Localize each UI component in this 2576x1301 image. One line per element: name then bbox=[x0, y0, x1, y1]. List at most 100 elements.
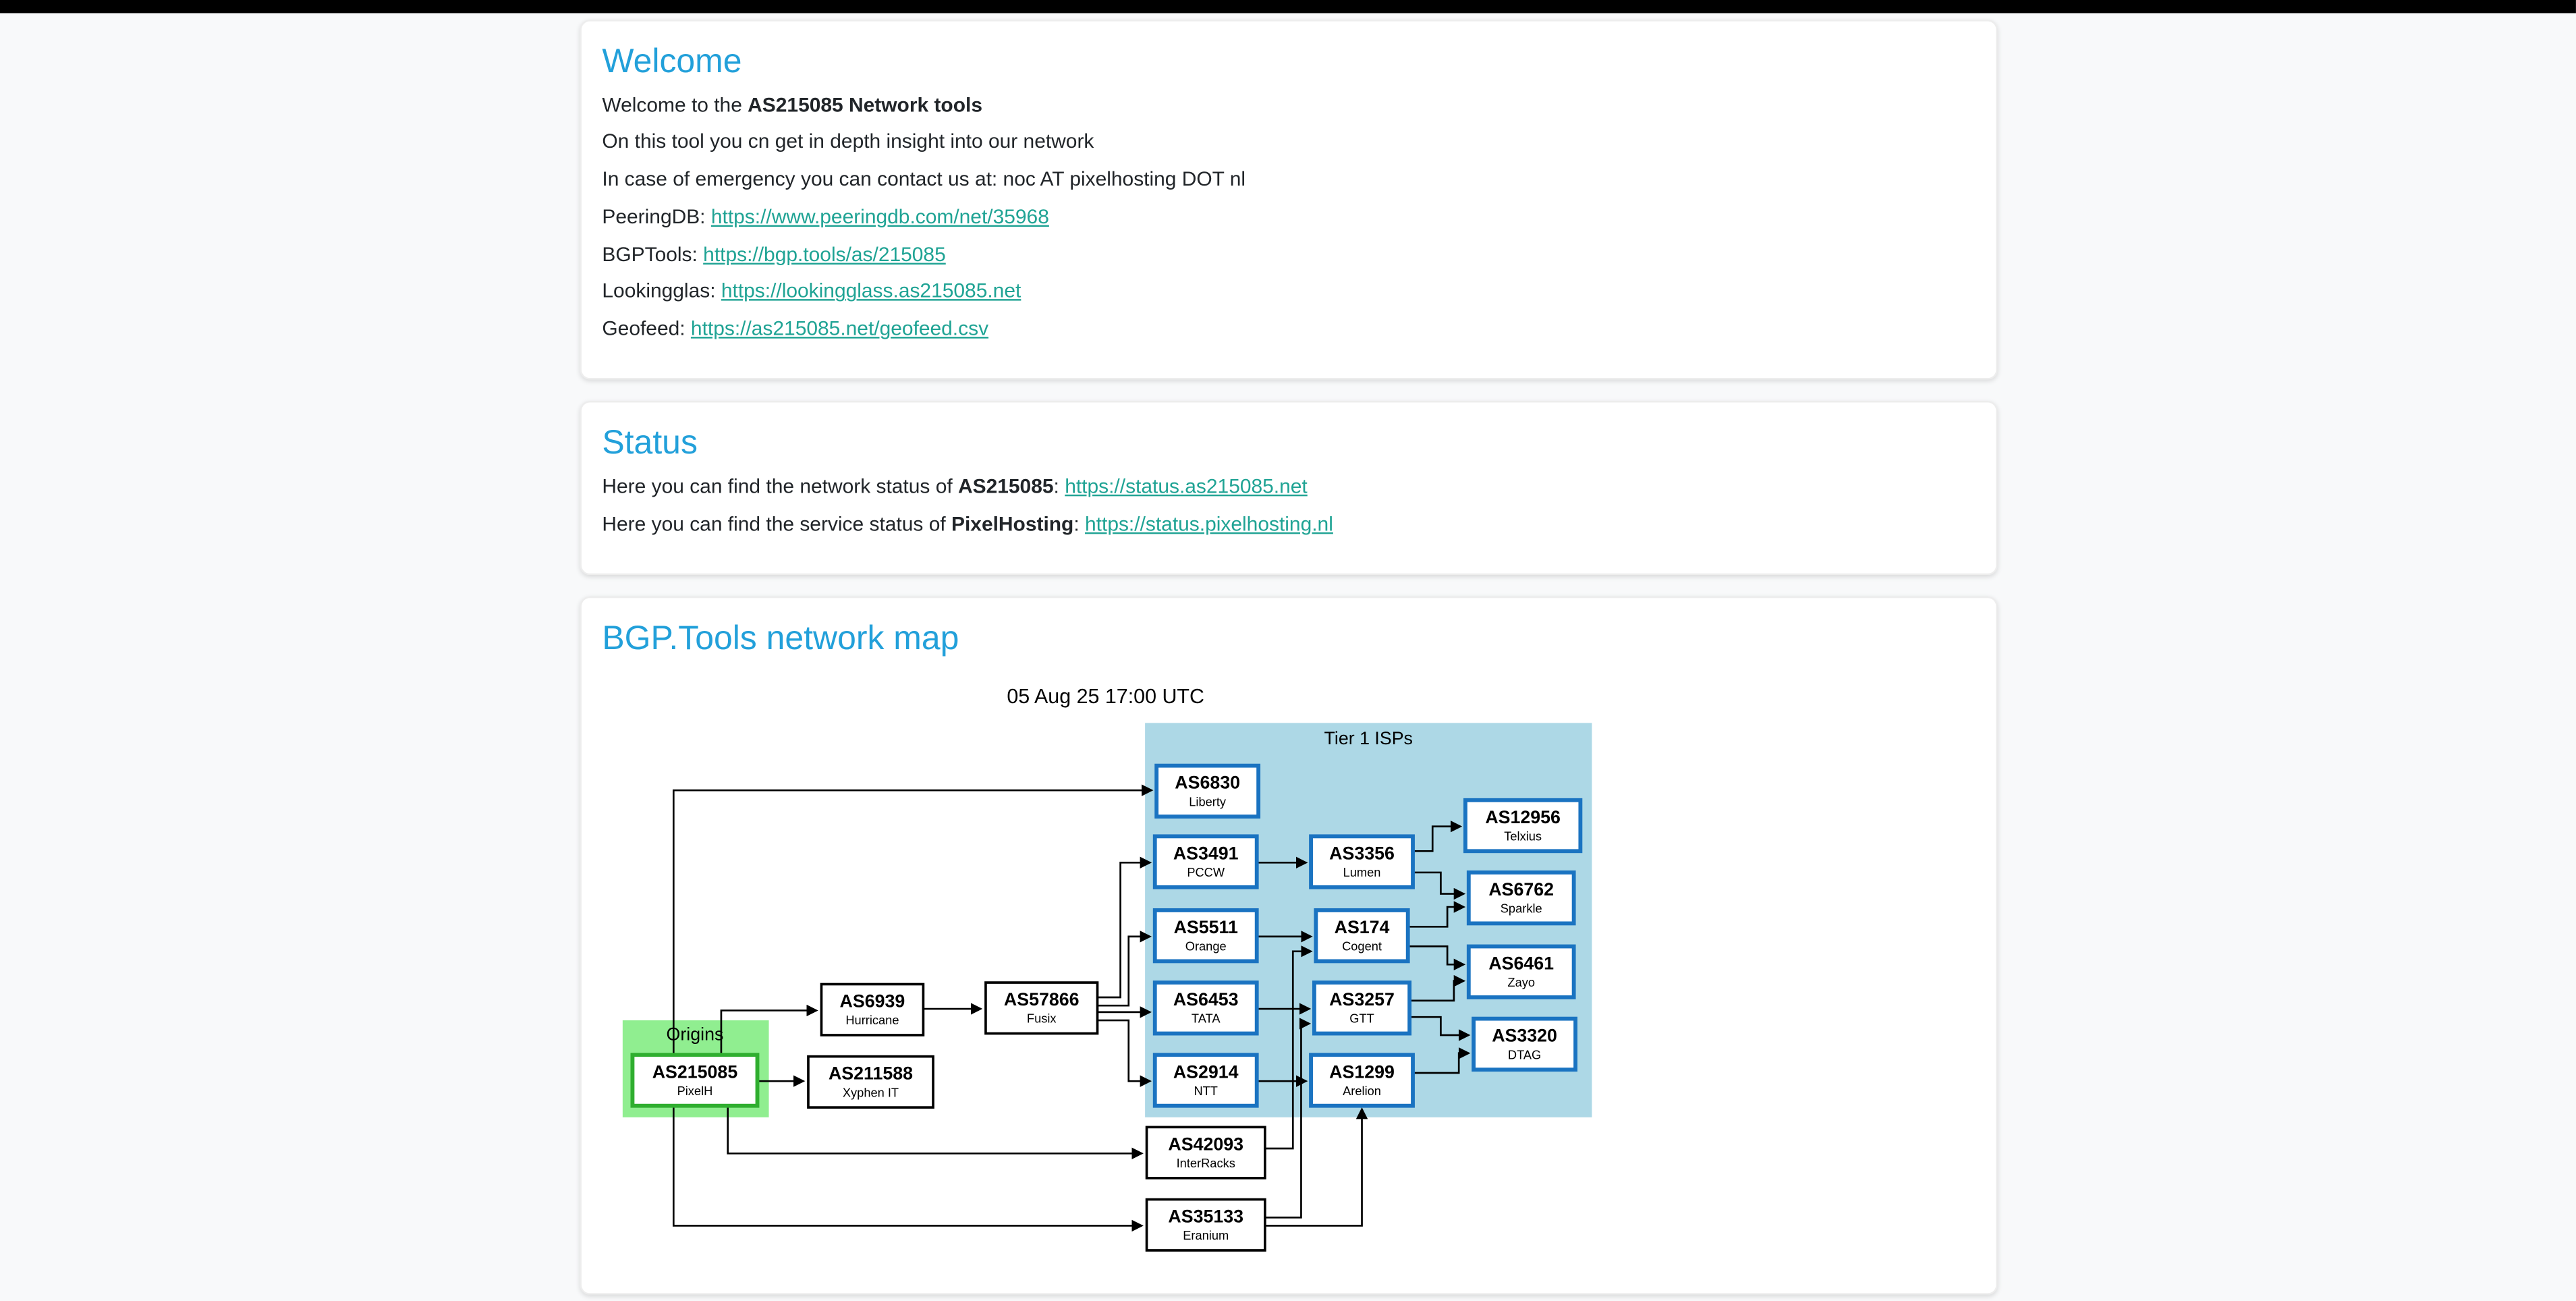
node-AS12956-name: Telxius bbox=[1503, 829, 1541, 843]
node-AS3257-box bbox=[1311, 980, 1411, 1035]
node-AS6453-name: TATA bbox=[1191, 1011, 1220, 1025]
status-rows: Here you can find the network status of … bbox=[602, 474, 1973, 537]
node-AS2914-name: NTT bbox=[1193, 1083, 1216, 1097]
top-navbar bbox=[0, 0, 2576, 13]
node-AS1299-box bbox=[1308, 1052, 1414, 1107]
node-AS6939-box bbox=[819, 982, 924, 1036]
node-AS35133-box bbox=[1144, 1197, 1266, 1251]
cluster-tier1-isps-label: Tier 1 ISPs bbox=[1323, 727, 1411, 748]
status-link[interactable]: https://status.as215085.net bbox=[1065, 474, 1308, 498]
external-link[interactable]: https://www.peeringdb.com/net/35968 bbox=[710, 205, 1049, 229]
node-AS3320-box bbox=[1470, 1016, 1577, 1072]
node-AS6762-box bbox=[1465, 870, 1575, 925]
welcome-intro-line: Welcome to the AS215085 Network tools bbox=[602, 92, 1973, 117]
link-label: Geofeed: bbox=[602, 317, 691, 341]
node-AS42093-box bbox=[1144, 1125, 1266, 1179]
node-AS3356-box bbox=[1308, 833, 1414, 889]
node-AS57866-box bbox=[983, 980, 1098, 1034]
link-label: PeeringDB: bbox=[602, 205, 711, 229]
node-AS42093-name: InterRacks bbox=[1175, 1155, 1234, 1169]
edge-AS42093-AS174 bbox=[1264, 945, 1312, 1149]
edge-AS215085-AS6830 bbox=[671, 783, 1153, 1055]
welcome-link-row: PeeringDB: https://www.peeringdb.com/net… bbox=[602, 205, 1973, 230]
status-row: Here you can find the service status of … bbox=[602, 512, 1973, 537]
node-AS215085-asn: AS215085 bbox=[651, 1061, 737, 1081]
node-AS35133-name: Eranium bbox=[1182, 1227, 1228, 1242]
status-row-separator: : bbox=[1073, 512, 1086, 536]
edge-AS3356-AS12956 bbox=[1411, 820, 1462, 852]
welcome-link-row: BGPTools: https://bgp.tools/as/215085 bbox=[602, 242, 1973, 267]
status-row: Here you can find the network status of … bbox=[602, 474, 1973, 499]
external-link[interactable]: https://lookingglass.as215085.net bbox=[721, 280, 1021, 304]
welcome-line-insight: On this tool you cn get in depth insight… bbox=[602, 130, 1094, 154]
welcome-link-row: Lookingglas: https://lookingglass.as2150… bbox=[602, 280, 1973, 305]
edge-AS3356-AS6762 bbox=[1411, 870, 1465, 899]
edge-AS57866-AS3491 bbox=[1096, 856, 1151, 998]
node-AS5511-name: Orange bbox=[1185, 939, 1226, 953]
node-AS3320-asn: AS3320 bbox=[1491, 1025, 1557, 1045]
node-AS3356-asn: AS3356 bbox=[1328, 843, 1394, 863]
edge-AS3257-AS3320 bbox=[1408, 1016, 1470, 1041]
external-link[interactable]: https://as215085.net/geofeed.csv bbox=[690, 317, 989, 341]
node-AS2914-box bbox=[1152, 1052, 1258, 1107]
link-label: BGPTools: bbox=[602, 242, 704, 266]
main-container: Welcome Welcome to the AS215085 Network … bbox=[579, 19, 1997, 1294]
welcome-links: PeeringDB: https://www.peeringdb.com/net… bbox=[602, 205, 1973, 342]
node-AS211588-name: Xyphen IT bbox=[842, 1084, 898, 1099]
status-row-subject: PixelHosting bbox=[951, 512, 1074, 536]
node-AS3320-name: DTAG bbox=[1507, 1047, 1540, 1061]
node-AS5511-asn: AS5511 bbox=[1173, 916, 1237, 937]
node-AS6762-name: Sparkle bbox=[1500, 901, 1542, 915]
external-link[interactable]: https://bgp.tools/as/215085 bbox=[703, 242, 946, 266]
edge-AS3257-AS6461 bbox=[1408, 974, 1465, 1001]
welcome-title: Welcome bbox=[602, 42, 742, 80]
welcome-intro-bold: AS215085 Network tools bbox=[748, 92, 982, 116]
status-row-separator: : bbox=[1053, 474, 1065, 498]
node-AS6939-name: Hurricane bbox=[845, 1012, 898, 1026]
node-AS3356-name: Lumen bbox=[1342, 864, 1380, 879]
welcome-line-emergency: In case of emergency you can contact us … bbox=[602, 167, 1246, 191]
node-AS3491-asn: AS3491 bbox=[1173, 843, 1238, 863]
node-AS6830-box bbox=[1154, 763, 1260, 819]
node-AS3257-name: GTT bbox=[1349, 1011, 1374, 1025]
cluster-origins-label: Origins bbox=[665, 1023, 723, 1043]
node-AS12956-box bbox=[1462, 798, 1582, 853]
edge-AS1299-AS3320 bbox=[1411, 1047, 1470, 1074]
status-row-prefix: Here you can find the service status of bbox=[602, 512, 951, 536]
edge-AS215085-AS6939 bbox=[719, 1003, 818, 1055]
node-AS215085-box bbox=[629, 1052, 759, 1107]
edge-AS35133-AS3257 bbox=[1264, 1017, 1311, 1218]
node-AS57866-name: Fusix bbox=[1026, 1011, 1056, 1025]
node-AS3491-name: PCCW bbox=[1186, 864, 1225, 879]
node-AS215085-name: PixelH bbox=[676, 1083, 712, 1097]
edge-AS35133-AS1299 bbox=[1264, 1107, 1368, 1226]
status-link[interactable]: https://status.pixelhosting.nl bbox=[1085, 512, 1333, 536]
node-AS1299-name: Arelion bbox=[1342, 1083, 1380, 1097]
welcome-link-row: Geofeed: https://as215085.net/geofeed.cs… bbox=[602, 317, 1973, 342]
status-title: Status bbox=[602, 424, 698, 462]
status-row-prefix: Here you can find the network status of bbox=[602, 474, 959, 498]
node-AS174-asn: AS174 bbox=[1333, 916, 1389, 937]
link-label: Lookingglas: bbox=[602, 280, 721, 304]
map-title: BGP.Tools network map bbox=[602, 619, 959, 657]
node-AS42093-asn: AS42093 bbox=[1167, 1134, 1243, 1154]
edge-AS215085-AS35133 bbox=[671, 1105, 1143, 1231]
node-AS6830-name: Liberty bbox=[1188, 794, 1226, 808]
node-AS35133-asn: AS35133 bbox=[1167, 1206, 1243, 1226]
node-AS6939-asn: AS6939 bbox=[839, 991, 904, 1011]
node-AS6461-asn: AS6461 bbox=[1488, 953, 1553, 973]
